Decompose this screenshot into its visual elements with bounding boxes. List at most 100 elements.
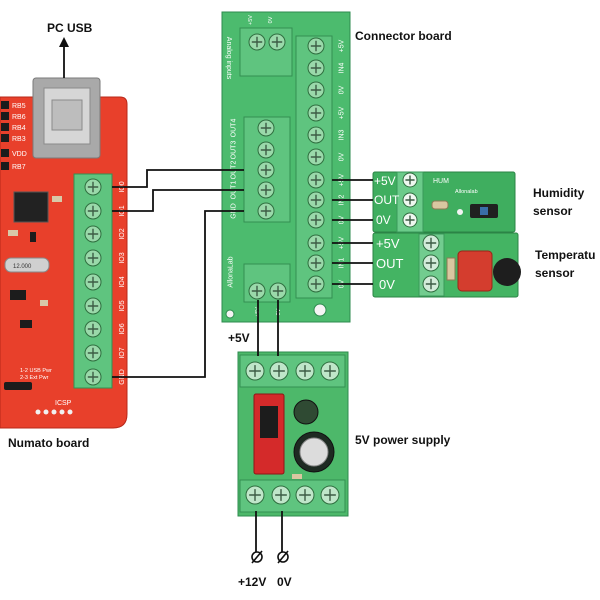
humidity-pin-label: +5V [374,174,396,188]
screw-slot [251,285,263,297]
pin-header [1,101,9,170]
header-pin-label: RB6 [12,114,26,121]
screw-slot [275,489,287,501]
screw-slot [271,36,283,48]
wire-gnd-to-gnd [112,210,244,378]
screw-slot [260,144,272,156]
large-capacitor-top [299,437,329,467]
screw-terminal [307,81,325,99]
screw-slot [405,175,415,185]
screw-slot [272,285,284,297]
humidity-sensor-board: +5V OUT 0V HUM Allonalab [372,171,516,233]
screw-terminal [84,273,102,291]
temperature-sensor-label: sensor [535,266,575,280]
screw-terminal [269,282,287,300]
screw-terminal [269,361,289,381]
screw-terminal [84,344,102,362]
screw-slot [87,276,99,288]
temperature-pin-label: OUT [376,256,404,271]
power-terminal-label: 0V [276,308,282,315]
screw-slot [87,181,99,193]
screw-terminal [307,191,325,209]
screw-terminal [320,361,340,381]
humidity-sensor-label: sensor [533,204,573,218]
screw-terminal [402,172,418,188]
screw-slot [249,489,261,501]
input-label: IN3 [339,129,346,140]
io-label: IO7 [119,347,126,358]
screw-slot [324,365,336,377]
screw-slot [249,365,261,377]
header-pin-label: RB5 [12,103,26,110]
screw-slot [87,205,99,217]
input-label: 0V [339,152,346,161]
wire-io0-to-out2 [112,169,244,188]
humidity-brand-label: Allonalab [455,189,478,195]
analog-pin-label: +5V [248,15,254,25]
screw-slot [310,129,322,141]
input-0v-label: 0V [277,575,292,589]
screw-slot [251,36,263,48]
connector-brand-label: AllonaLab [228,256,235,287]
screw-terminal [84,368,102,386]
screw-terminal [268,33,286,51]
small-capacitor [293,399,319,425]
input-label: IN4 [339,62,346,73]
crystal [4,257,50,273]
screw-slot [260,122,272,134]
input-12v-label: +12V [238,575,266,589]
connector-board-label: Connector board [355,29,452,43]
screw-terminal [402,212,418,228]
screw-terminal [257,161,275,179]
screw-slot [310,40,322,52]
screw-terminal [307,234,325,252]
icsp-header [35,409,73,415]
wire-io1-to-out1 [112,189,244,212]
header-pin-label: RB3 [12,136,26,143]
analog-terminal-block [239,27,293,77]
screw-terminal [84,225,102,243]
temperature-sensor-element [493,258,521,286]
screw-terminal [84,202,102,220]
screw-terminal [307,171,325,189]
mounting-hole [457,209,463,215]
numato-board: RB5 RB6 RB4 RB3 VDD RB7 12.000 1-2 USB P… [0,77,128,429]
screw-terminal [307,59,325,77]
jumper-label: 2-3 Ext Pwr [20,375,49,381]
input-label: +5V [339,39,346,52]
crystal-label: 12.000 [13,264,32,270]
smd-component [446,257,456,281]
terminal-symbol-12v [251,550,263,564]
terminal-symbol-0v [277,550,289,564]
screw-terminal [257,141,275,159]
screw-slot [310,62,322,74]
screw-terminal [307,254,325,272]
resistor [431,200,449,210]
humidity-sensor-window [480,207,488,215]
power-jumper [4,382,32,390]
screw-terminal [245,361,265,381]
screw-terminal [257,119,275,137]
smd-component [20,320,32,328]
screw-terminal [307,148,325,166]
mounting-hole [313,303,327,317]
usb-connector-tongue [51,99,83,131]
usb-arrow [59,37,69,78]
screw-slot [87,347,99,359]
screw-slot [425,257,437,269]
screw-terminal [402,192,418,208]
screw-slot [87,228,99,240]
screw-terminal [422,275,440,293]
screw-terminal [307,37,325,55]
humidity-pin-label: OUT [374,193,400,207]
header-pin-label: VDD [12,151,27,158]
screw-terminal [271,485,291,505]
io-label: IO4 [119,276,126,287]
screw-terminal [320,485,340,505]
temperature-sensor-board: +5V OUT 0V [372,232,521,298]
icsp-label: ICSP [55,400,72,407]
pc-usb-label: PC USB [47,21,93,35]
smd-component [292,474,302,479]
screw-terminal [307,126,325,144]
